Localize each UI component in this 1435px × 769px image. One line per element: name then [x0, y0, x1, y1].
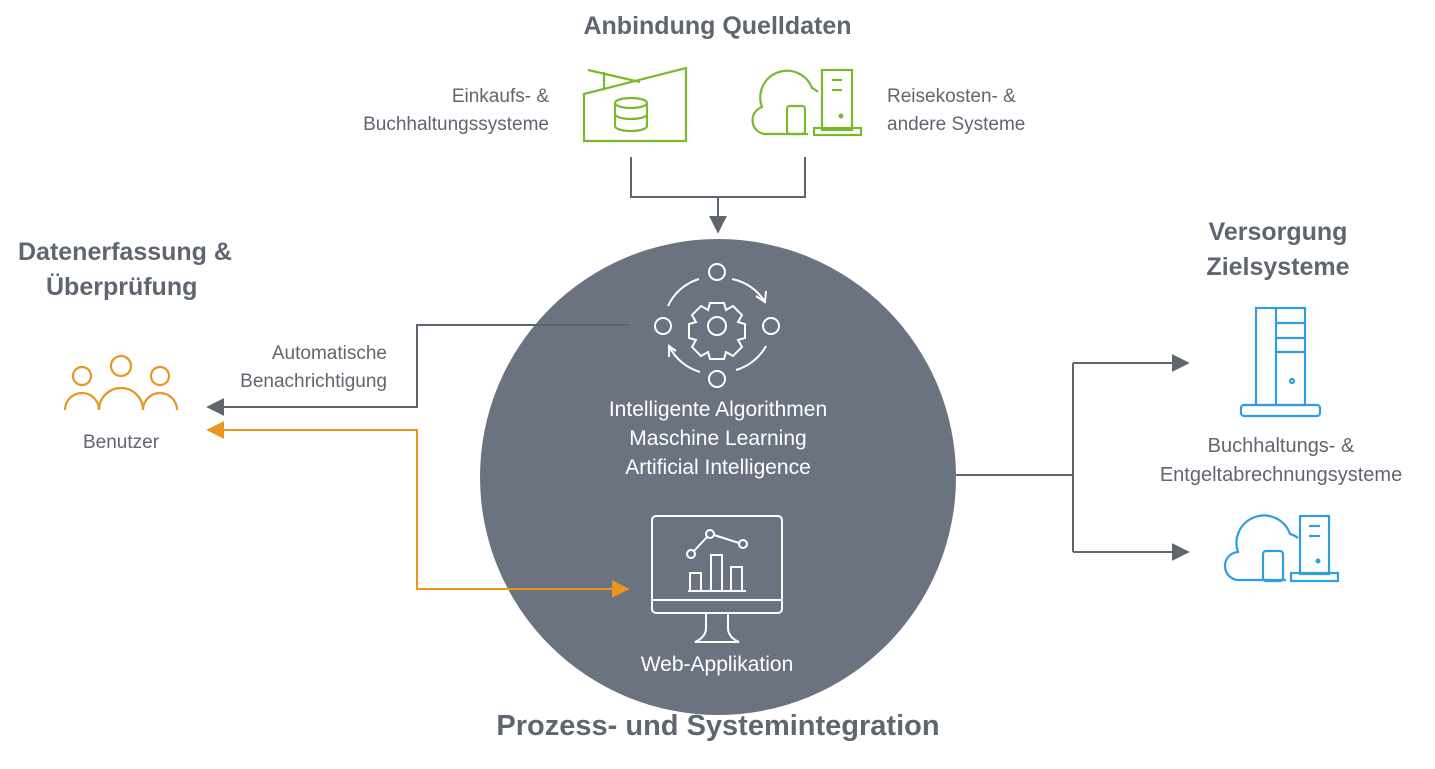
server-tower-icon [1239, 306, 1322, 418]
center-line1: Intelligente Algorithmen [608, 398, 828, 421]
notification-line2: Benachrichtigung [240, 371, 387, 392]
notification-line1: Automatische [271, 343, 387, 364]
target-heading-line1: Versorgung [1208, 218, 1348, 246]
cloud-server-icon-target [1223, 514, 1340, 583]
house-database-icon [582, 66, 688, 143]
target-line2: Entgeltabrechnungsysteme [1159, 464, 1403, 486]
user-webapp-connector [206, 421, 630, 598]
target-line1: Buchhaltungs- & [1207, 435, 1355, 457]
source-left-line1: Einkaufs- & [451, 86, 549, 107]
source-right-line1: Reisekosten- & [887, 86, 1016, 107]
target-heading-line2: Zielsysteme [1206, 253, 1350, 281]
source-left-line2: Buchhaltungssysteme [363, 114, 549, 135]
capture-heading-line1: Datenerfassung & [18, 238, 232, 266]
notification-connector [206, 324, 630, 416]
monitor-chart-icon [651, 515, 783, 643]
web-app-label: Web-Applikation [640, 653, 794, 676]
bottom-heading: Prozess- und Systemintegration [496, 710, 940, 742]
center-line2: Maschine Learning [629, 427, 807, 450]
users-icon [63, 354, 179, 411]
gear-cycle-icon [654, 263, 780, 388]
capture-heading-line2: Überprüfung [46, 273, 198, 301]
users-label: Benutzer [82, 432, 160, 453]
source-right-line2: andere Systeme [887, 114, 1026, 135]
source-connector [630, 157, 806, 234]
cloud-server-icon [751, 68, 863, 137]
target-connector [956, 354, 1190, 561]
center-line3: Artificial Intelligence [625, 456, 811, 479]
source-heading: Anbindung Quelldaten [583, 12, 852, 40]
